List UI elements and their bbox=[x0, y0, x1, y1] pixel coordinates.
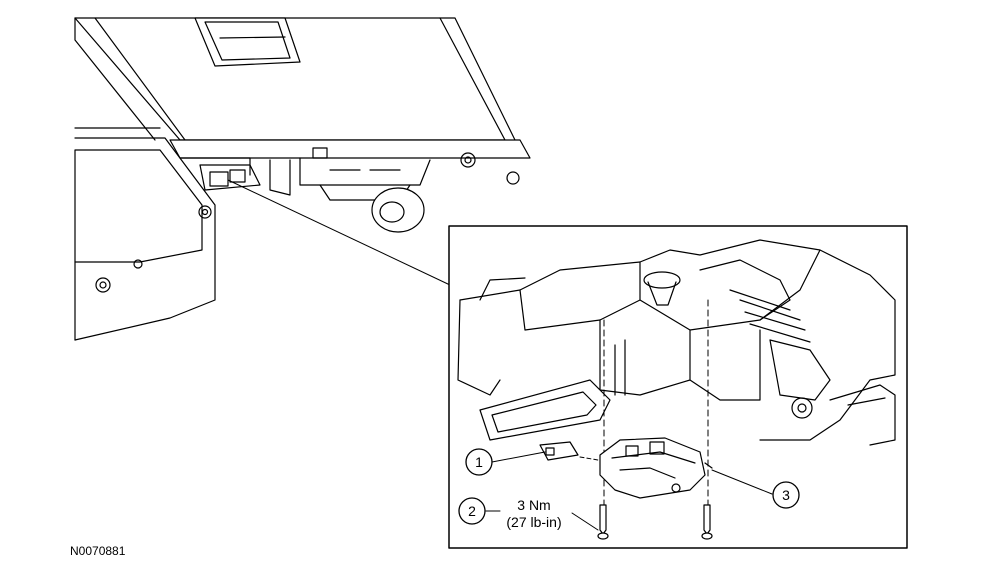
detail-leader-line bbox=[227, 179, 451, 286]
torque-spec-lbin: (27 lb-in) bbox=[506, 514, 561, 530]
callout-1-number: 1 bbox=[475, 454, 483, 470]
callout-1-circle bbox=[465, 448, 493, 476]
callout-3-number: 3 bbox=[782, 487, 790, 503]
screw-left bbox=[597, 504, 609, 540]
callout-2-number: 2 bbox=[468, 503, 476, 519]
screw-right bbox=[701, 504, 713, 540]
callout-2-circle bbox=[458, 497, 486, 525]
figure-code: N0070881 bbox=[70, 544, 126, 558]
torque-spec-nm: 3 Nm bbox=[517, 497, 550, 513]
callout-3-circle bbox=[772, 481, 800, 509]
dashboard-underside bbox=[74, 17, 531, 341]
actuator bbox=[599, 437, 713, 499]
detail-inset bbox=[448, 225, 908, 549]
